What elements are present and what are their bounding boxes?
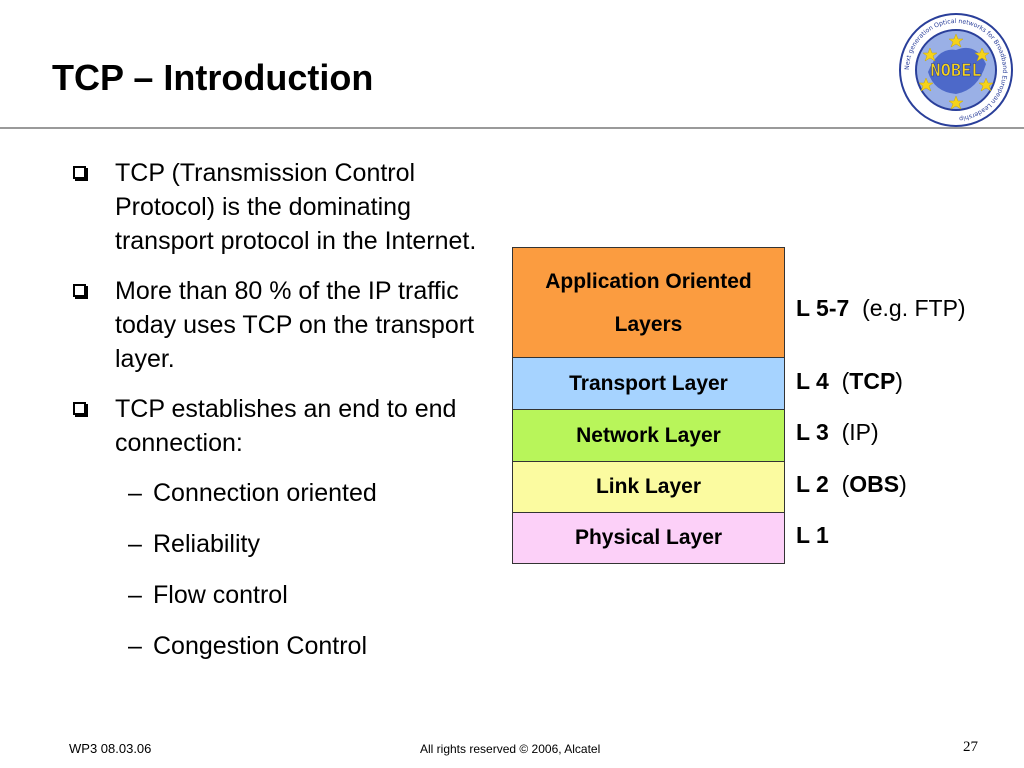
layer-physical: Physical Layer [512, 512, 785, 564]
layer-application: Application Oriented Layers [512, 247, 785, 358]
bullet-item: TCP establishes an end to end connection… [72, 392, 492, 460]
bullet-text: More than 80 % of the IP traffic today u… [115, 277, 475, 373]
slide-title: TCP – Introduction [52, 57, 374, 98]
sub-bullet-item: – Congestion Control [72, 629, 492, 663]
dash-bullet: – [128, 581, 142, 609]
bullet-item: TCP (Transmission Control Protocol) is t… [72, 156, 492, 258]
dash-bullet: – [128, 632, 142, 660]
sub-bullet-text: Congestion Control [153, 632, 368, 660]
layer-number-label: L 2 (OBS) [796, 471, 907, 497]
layer-label: Application Oriented [545, 269, 752, 293]
layer-transport: Transport Layer [512, 357, 785, 410]
layer-number-label: L 3 (IP) [796, 419, 879, 445]
title-divider [0, 127, 1024, 129]
footer-left-text: WP3 08.03.06 [69, 741, 152, 756]
bullet-list: TCP (Transmission Control Protocol) is t… [72, 156, 492, 680]
footer-copyright: All rights reserved © 2006, Alcatel [420, 742, 601, 756]
sub-bullet-text: Reliability [153, 530, 260, 558]
checkbox-bullet-icon [73, 166, 86, 179]
logo-text: NOBEL [930, 61, 981, 81]
page-number: 27 [963, 739, 978, 755]
checkbox-bullet-icon [73, 402, 86, 415]
sub-bullet-item: – Connection oriented [72, 476, 492, 510]
sub-bullet-item: – Flow control [72, 578, 492, 612]
layer-label: Layers [614, 312, 683, 336]
protocol-layer-stack: Application Oriented Layers Transport La… [512, 247, 785, 564]
sub-bullet-text: Connection oriented [153, 479, 377, 507]
layer-network: Network Layer [512, 409, 785, 462]
layer-link: Link Layer [512, 461, 785, 513]
bullet-item: More than 80 % of the IP traffic today u… [72, 274, 492, 376]
sub-bullet-item: – Reliability [72, 527, 492, 561]
bullet-text: TCP establishes an end to end connection… [115, 395, 457, 457]
bullet-text: TCP (Transmission Control Protocol) is t… [115, 159, 477, 255]
layer-number-label: L 4 (TCP) [796, 368, 903, 394]
layer-number-label: L 1 [796, 522, 829, 548]
nobel-logo-icon: NOBEL Next generation Optical networks f… [899, 13, 1013, 127]
layer-number-label: L 5-7 (e.g. FTP) [796, 295, 966, 321]
dash-bullet: – [128, 530, 142, 558]
checkbox-bullet-icon [73, 284, 86, 297]
dash-bullet: – [128, 479, 142, 507]
sub-bullet-text: Flow control [153, 581, 288, 609]
